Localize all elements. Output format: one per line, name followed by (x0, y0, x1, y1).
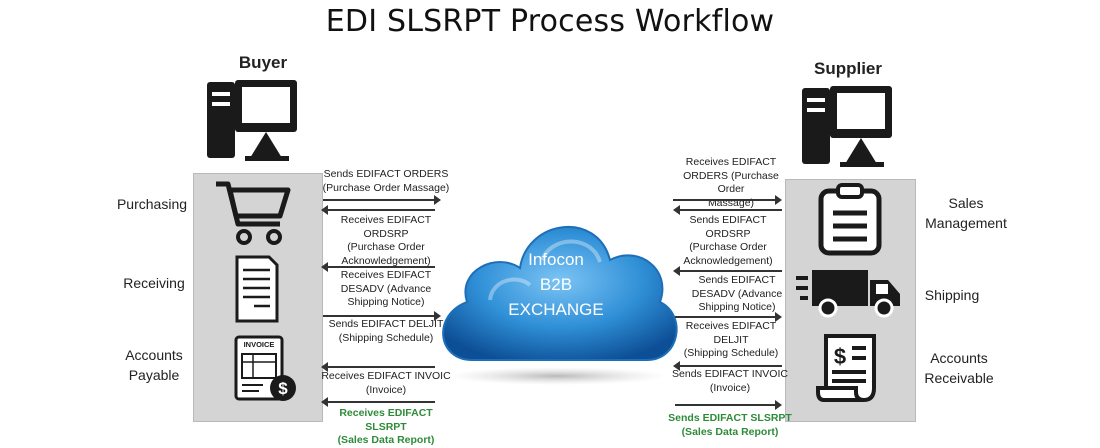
dept-sales-management-line2: Management (925, 215, 1007, 231)
supplier-msg-desadv-l1: Sends EDIFACT (698, 274, 776, 286)
buyer-msg-slsrpt: Receives EDIFACT SLSRPT (Sales Data Repo… (321, 407, 451, 448)
arrow-supplier-invoic (673, 361, 782, 371)
supplier-msg-desadv-l2: DESADV (Advance (691, 287, 783, 300)
supplier-msg-invoic-l2: (Invoice) (709, 381, 751, 394)
buyer-msg-orders: Sends EDIFACT ORDERS (Purchase Order Mas… (321, 168, 451, 195)
arrow-supplier-orders (673, 195, 782, 205)
buyer-msg-desadv-l2: DESADV (Advance (340, 282, 432, 295)
supplier-msg-slsrpt-l2: (Sales Data Report) (681, 425, 779, 438)
dept-accounts-payable-line2: Payable (128, 367, 180, 383)
cloud-text-exchange: EXCHANGE (508, 300, 604, 319)
arrow-supplier-ordsrp (673, 205, 782, 215)
dept-purchasing: Purchasing (116, 196, 188, 212)
buyer-label: Buyer (238, 53, 288, 72)
buyer-msg-ordsrp: Receives EDIFACT ORDSRP (Purchase Order … (321, 214, 451, 268)
supplier-msg-deljit-l2: (Shipping Schedule) (683, 347, 779, 359)
supplier-msg-ordsrp-l2: (Purchase Order (689, 241, 767, 253)
buyer-computer-icon (205, 76, 301, 164)
buyer-msg-deljit-l2: (Shipping Schedule) (338, 331, 434, 344)
dept-accounts-receivable-line1: Accounts (930, 350, 988, 366)
supplier-computer-icon (800, 82, 896, 170)
arrow-supplier-deljit (675, 312, 782, 322)
invoice-icon-label: INVOICE (243, 340, 275, 349)
buyer-msg-slsrpt-l1: Receives EDIFACT SLSRPT (339, 407, 433, 433)
supplier-msg-desadv-l3: Shipping Notice) (698, 301, 776, 313)
buyer-msg-desadv-l1: Receives EDIFACT (340, 269, 432, 281)
supplier-msg-deljit-l1: Receives EDIFACT DELJIT (685, 320, 777, 346)
buyer-msg-desadv-l3: Shipping Notice) (347, 296, 425, 308)
buyer-msg-invoic-l1: Receives EDIFACT INVOIC (321, 370, 451, 382)
supplier-msg-orders-l2: ORDERS (Purchase Order (683, 169, 779, 196)
arrow-buyer-invoic (321, 362, 435, 372)
dept-accounts-payable-line1: Accounts (125, 347, 183, 363)
arrow-buyer-desadv (321, 262, 435, 272)
arrow-buyer-ordsrp (321, 205, 435, 215)
supplier-msg-slsrpt: Sends EDIFACT SLSRPT (Sales Data Report) (668, 412, 792, 439)
buyer-msg-deljit: Sends EDIFACT DELJIT (Shipping Schedule) (321, 318, 451, 345)
cloud-icon (432, 190, 682, 390)
supplier-msg-ordsrp-l3: Acknowledgement) (683, 254, 773, 267)
delivery-truck-icon (796, 266, 906, 318)
svg-text:$: $ (278, 379, 288, 398)
dept-receiving: Receiving (123, 275, 185, 291)
buyer-msg-ordsrp-l3: Acknowledgement) (341, 254, 431, 267)
buyer-msg-invoic-l2: (Invoice) (365, 383, 407, 396)
document-icon (234, 254, 280, 324)
buyer-msg-ordsrp-l2: (Purchase Order (347, 241, 425, 253)
arrow-supplier-desadv (673, 266, 782, 276)
buyer-msg-deljit-l1: Sends EDIFACT DELJIT (328, 318, 444, 330)
supplier-msg-desadv: Sends EDIFACT DESADV (Advance Shipping N… (678, 274, 796, 315)
supplier-msg-orders-l1: Receives EDIFACT (685, 156, 777, 168)
clipboard-icon (815, 183, 885, 257)
supplier-msg-deljit: Receives EDIFACT DELJIT (Shipping Schedu… (672, 320, 790, 361)
supplier-msg-invoic-l1: Sends EDIFACT INVOIC (672, 368, 788, 380)
arrow-buyer-deljit (323, 311, 441, 321)
cloud-text-infocon: Infocon (528, 250, 584, 269)
arrow-buyer-slsrpt (321, 397, 435, 407)
buyer-msg-invoic: Receives EDIFACT INVOIC (Invoice) (321, 370, 451, 397)
arrow-buyer-orders (323, 195, 441, 205)
shopping-cart-icon (214, 178, 292, 246)
svg-text:$: $ (834, 344, 846, 369)
buyer-msg-ordsrp-l1: Receives EDIFACT ORDSRP (340, 214, 432, 240)
supplier-msg-ordsrp-l1: Sends EDIFACT ORDSRP (689, 214, 767, 240)
receipt-dollar-icon: $ (816, 332, 882, 404)
dept-shipping: Shipping (924, 287, 980, 303)
supplier-msg-invoic: Sends EDIFACT INVOIC (Invoice) (668, 368, 792, 395)
cloud-text-b2b: B2B (539, 275, 573, 294)
supplier-label: Supplier (813, 59, 882, 78)
supplier-msg-orders: Receives EDIFACT ORDERS (Purchase Order … (672, 156, 790, 210)
dept-sales-management-line1: Sales (948, 195, 984, 211)
buyer-msg-desadv: Receives EDIFACT DESADV (Advance Shippin… (321, 269, 451, 310)
buyer-msg-slsrpt-l2: (Sales Data Report) (337, 434, 435, 446)
dept-accounts-receivable-line2: Receivable (924, 370, 994, 386)
buyer-msg-orders-l1: Sends EDIFACT ORDERS (323, 168, 449, 180)
supplier-msg-ordsrp: Sends EDIFACT ORDSRP (Purchase Order Ack… (666, 214, 790, 268)
supplier-msg-slsrpt-l1: Sends EDIFACT SLSRPT (668, 412, 792, 424)
invoice-icon: $ (233, 334, 299, 404)
buyer-msg-orders-l2: (Purchase Order Massage) (322, 181, 450, 194)
diagram-title: EDI SLSRPT Process Workflow (325, 4, 775, 39)
arrow-supplier-slsrpt (675, 400, 782, 410)
